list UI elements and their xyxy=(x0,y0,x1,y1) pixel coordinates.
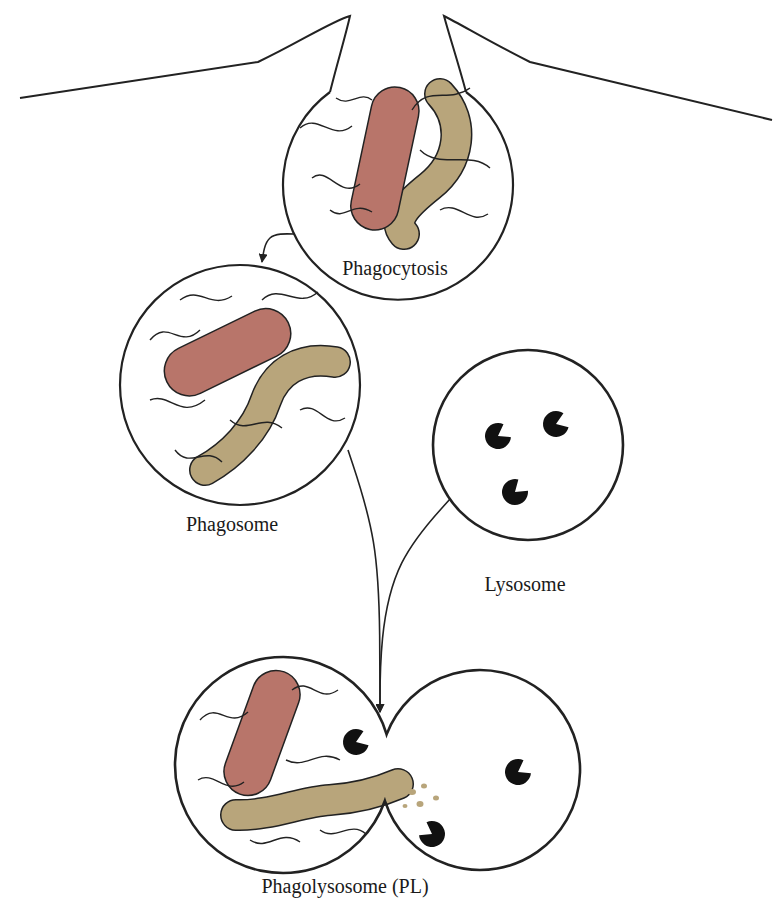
enzyme-symbol xyxy=(485,423,511,449)
process-arrow xyxy=(262,234,294,262)
process-arrow xyxy=(380,499,450,712)
bacteria-phagosome xyxy=(150,292,345,470)
vesicle-outline xyxy=(433,350,623,600)
membrane-outline xyxy=(120,265,360,505)
bacteria-engulfing xyxy=(300,83,490,235)
vesicle-outline xyxy=(120,265,360,540)
enzyme-symbol xyxy=(343,729,369,755)
engulfing-cup: Phagocytosis xyxy=(283,70,513,300)
enzyme-symbol xyxy=(505,759,531,785)
process-arrow xyxy=(348,450,380,712)
lysosomal-enzymes xyxy=(343,411,569,847)
enzyme-symbol xyxy=(502,479,528,505)
enzyme-symbol xyxy=(543,411,569,437)
membrane-outline xyxy=(283,92,513,300)
stage-label: Phagolysosome (PL) xyxy=(259,875,430,897)
stage-label: Lysosome xyxy=(482,573,567,595)
stage-label: Phagocytosis xyxy=(340,257,450,279)
phagosome-vesicle: Phagosome xyxy=(120,265,360,540)
enzyme-symbol xyxy=(419,821,445,847)
stage-label: Phagosome xyxy=(184,513,280,535)
membrane-outline xyxy=(433,350,623,540)
lysosome-vesicle: Lysosome xyxy=(433,350,623,600)
bacteria-phagolysosome xyxy=(198,664,439,844)
vesicle-outline xyxy=(175,655,585,905)
membrane-outline xyxy=(175,657,580,873)
phagolysosome-vesicle: Phagolysosome (PL) xyxy=(175,655,585,905)
